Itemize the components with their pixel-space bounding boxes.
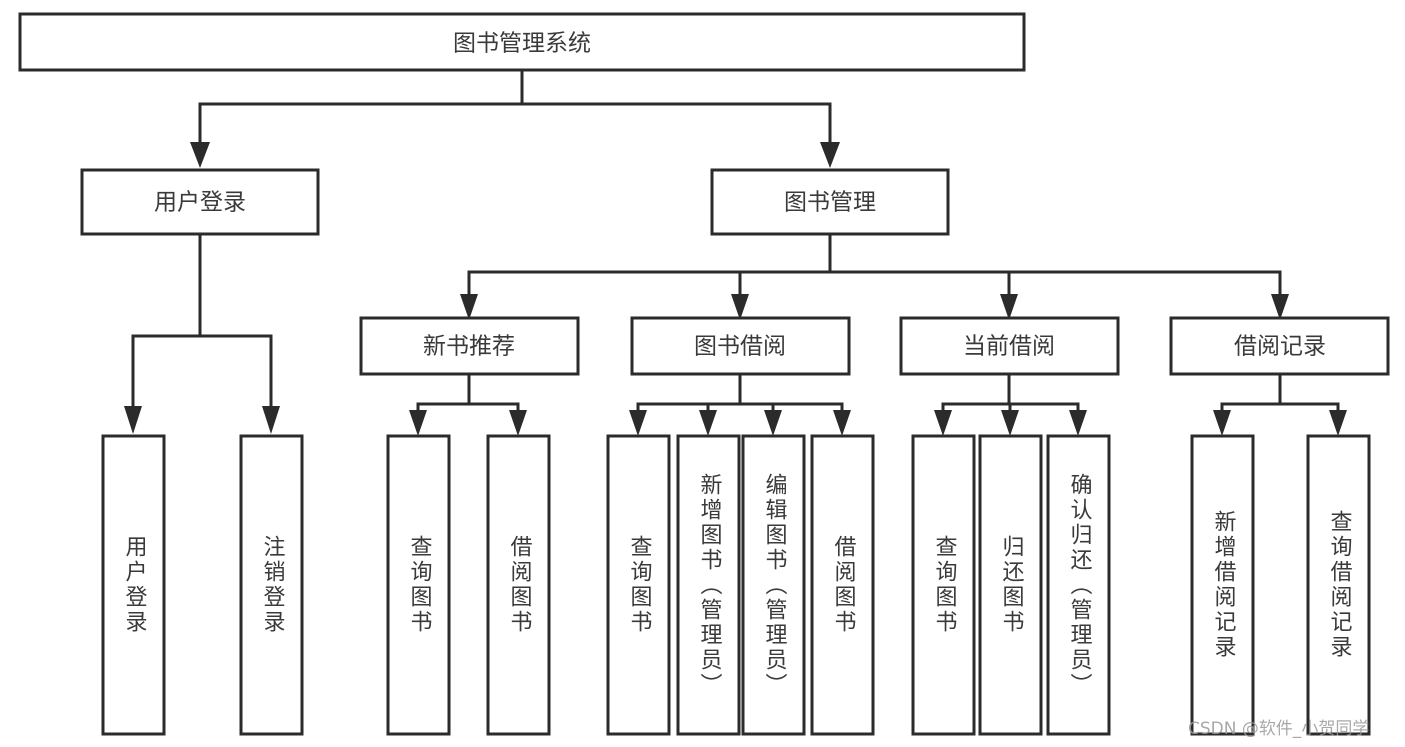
- connector-group-user-login: [124, 233, 280, 434]
- connector-group-new-book-recommend: [409, 370, 527, 436]
- arrowhead-leaf-borrow-book-1: [509, 410, 527, 436]
- leaf-box-add-borrow-record[interactable]: [1190, 434, 1255, 736]
- arrowhead-leaf-edit-book-admin: [764, 410, 782, 436]
- node-user-login[interactable]: 用户登录: [80, 168, 320, 236]
- node-book-borrow[interactable]: 图书借阅: [630, 316, 851, 376]
- connector-group-book-manage: [460, 233, 1289, 320]
- leaf-box-logout-login[interactable]: [239, 434, 304, 736]
- node-book-manage[interactable]: 图书管理: [710, 168, 950, 236]
- arrowhead-user-login: [190, 142, 210, 168]
- leaf-box-borrow-book-1[interactable]: [486, 434, 551, 736]
- leaf-box-query-book-2[interactable]: [606, 434, 671, 736]
- leaf-box-edit-book-admin[interactable]: [741, 434, 806, 736]
- node-root-box[interactable]: [18, 12, 1026, 72]
- node-user-login-label: 用户登录: [154, 190, 246, 216]
- leaf-box-query-borrow-record[interactable]: [1306, 434, 1371, 736]
- node-book-borrow-box[interactable]: [630, 316, 851, 376]
- node-root-label: 图书管理系统: [453, 31, 591, 57]
- connector-group-root: [190, 69, 840, 168]
- arrowhead-borrow-record: [1271, 294, 1289, 320]
- node-book-manage-box[interactable]: [710, 168, 950, 236]
- arrowhead-leaf-add-borrow-record: [1213, 410, 1231, 436]
- connector-group-borrow-record: [1213, 370, 1347, 436]
- node-new-book-recommend-label: 新书推荐: [423, 334, 515, 360]
- arrowhead-leaf-confirm-return-admin: [1069, 410, 1087, 436]
- arrowhead-leaf-query-book-2: [629, 410, 647, 436]
- connector-group-current-borrow: [934, 370, 1087, 436]
- arrowhead-leaf-query-book-3: [934, 410, 952, 436]
- arrowhead-current-borrow: [1000, 294, 1018, 320]
- node-root[interactable]: 图书管理系统: [18, 12, 1026, 72]
- leaf-box-return-book[interactable]: [978, 434, 1043, 736]
- connector-group-book-borrow: [629, 370, 851, 436]
- leaf-box-query-book-1[interactable]: [386, 434, 451, 736]
- arrowhead-leaf-user-login: [124, 406, 142, 434]
- node-current-borrow[interactable]: 当前借阅: [899, 316, 1120, 376]
- leaf-box-borrow-book-2[interactable]: [810, 434, 875, 736]
- node-current-borrow-label: 当前借阅: [963, 334, 1055, 360]
- node-book-manage-label: 图书管理: [784, 190, 876, 216]
- arrowhead-book-manage: [820, 142, 840, 168]
- arrowhead-leaf-add-book-admin: [699, 410, 717, 436]
- arrowhead-book-borrow: [731, 294, 749, 320]
- leaf-boxes: [101, 434, 1371, 736]
- arrowhead-leaf-query-book-1: [409, 410, 427, 436]
- csdn-watermark: CSDN @软件_小贺同学: [1188, 719, 1370, 739]
- node-borrow-record-box[interactable]: [1169, 316, 1390, 376]
- arrowhead-new-book-recommend: [460, 294, 478, 320]
- arrowhead-leaf-logout-login: [262, 406, 280, 434]
- node-new-book-recommend-box[interactable]: [359, 316, 580, 376]
- node-user-login-box[interactable]: [80, 168, 320, 236]
- leaf-box-confirm-return-admin[interactable]: [1046, 434, 1111, 736]
- leaf-box-add-book-admin[interactable]: [676, 434, 741, 736]
- arrowhead-leaf-borrow-book-2: [833, 410, 851, 436]
- arrowhead-leaf-query-borrow-record: [1329, 410, 1347, 436]
- leaf-box-query-book-3[interactable]: [911, 434, 976, 736]
- node-borrow-record[interactable]: 借阅记录: [1169, 316, 1390, 376]
- node-borrow-record-label: 借阅记录: [1234, 334, 1326, 360]
- node-current-borrow-box[interactable]: [899, 316, 1120, 376]
- node-book-borrow-label: 图书借阅: [694, 334, 786, 360]
- leaf-box-user-login[interactable]: [101, 434, 166, 736]
- arrowhead-leaf-return-book: [1001, 410, 1019, 436]
- node-new-book-recommend[interactable]: 新书推荐: [359, 316, 580, 376]
